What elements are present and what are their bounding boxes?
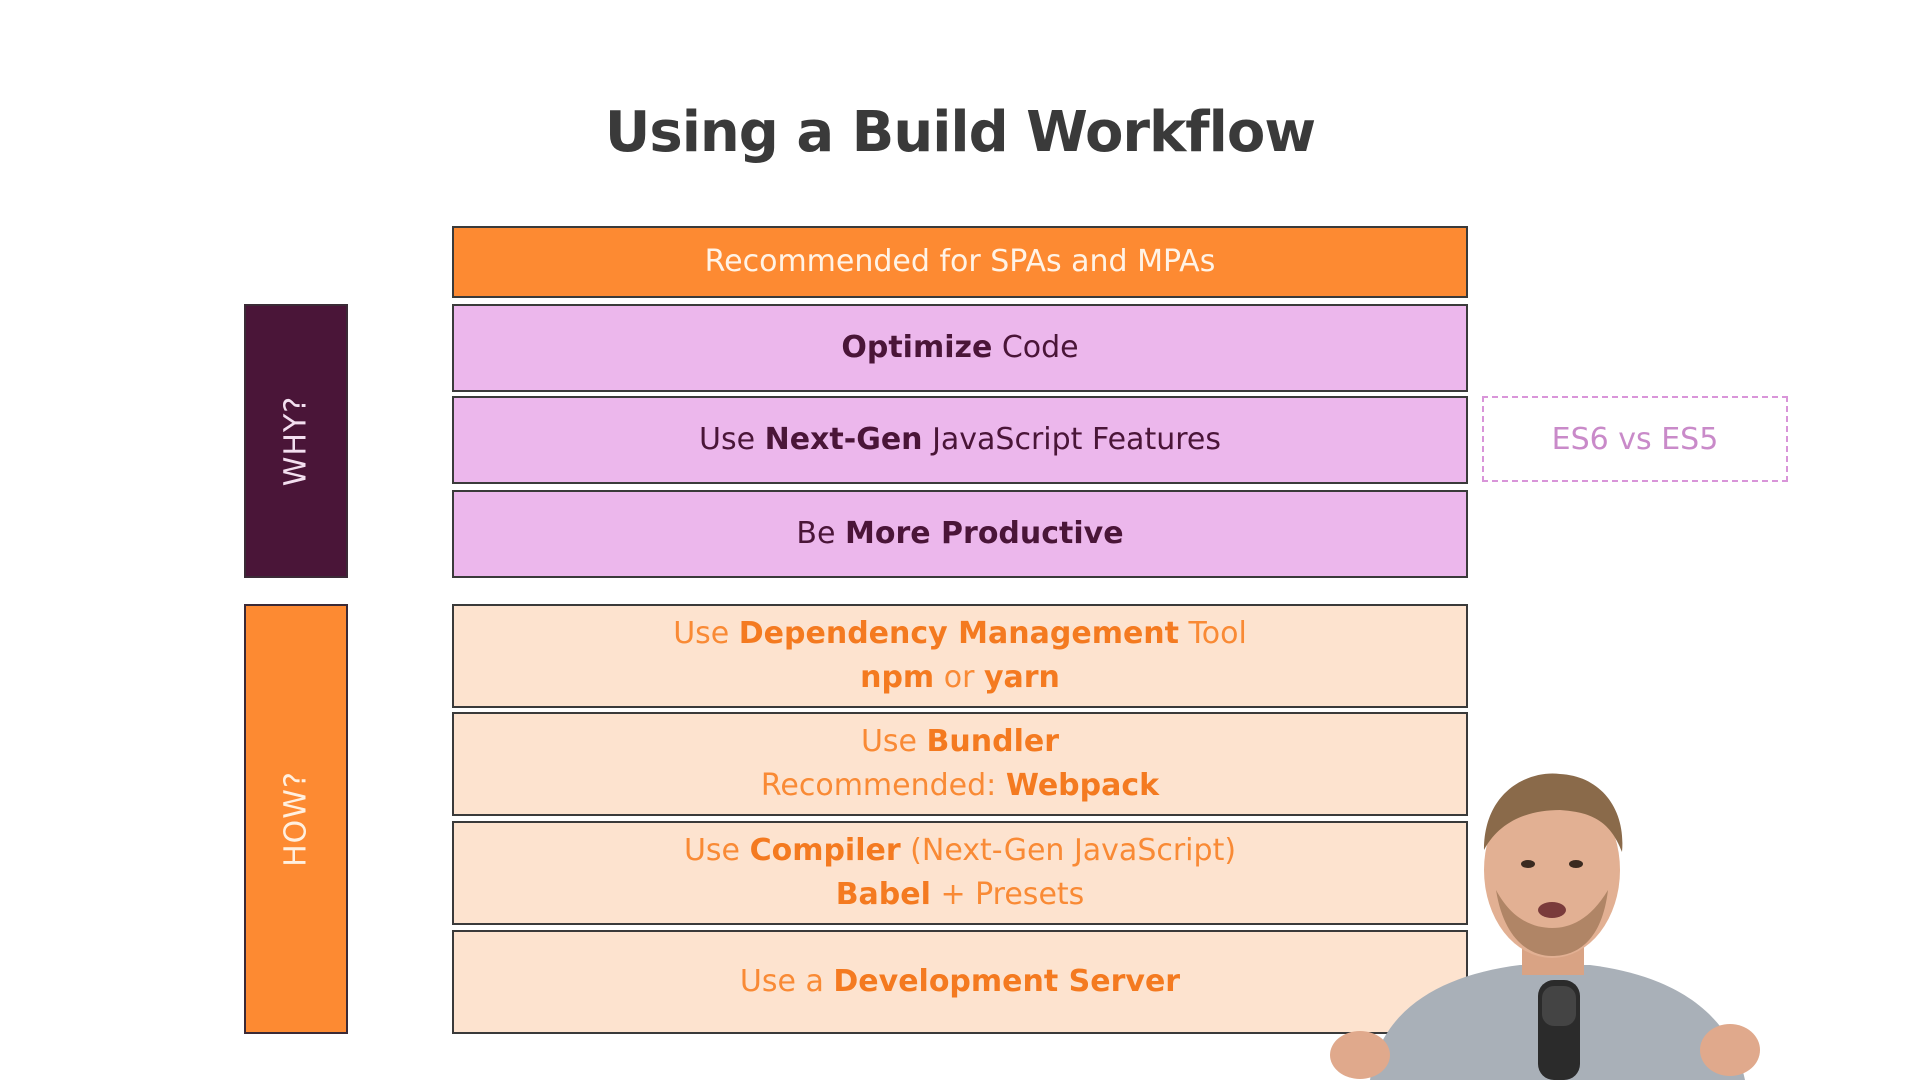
presenter-eye-left xyxy=(1521,860,1535,868)
how-item-line2: Recommended: Webpack xyxy=(761,764,1159,808)
why-item-pre: Be xyxy=(796,516,845,551)
how-item-bold: yarn xyxy=(983,660,1060,695)
why-item-text: JavaScript Features xyxy=(922,422,1221,457)
how-item-bold: Babel xyxy=(835,877,931,912)
slide-title: Using a Build Workflow xyxy=(604,100,1316,165)
how-item-text: Tool xyxy=(1179,616,1247,651)
why-sidebar: WHY? xyxy=(244,304,348,578)
why-item-next-gen: Use Next-Gen JavaScript Features xyxy=(452,396,1468,484)
how-item-bundler: Use Bundler Recommended: Webpack xyxy=(452,712,1468,816)
presenter-hair xyxy=(1484,773,1623,852)
presenter-head xyxy=(1484,782,1620,958)
how-item-bold: npm xyxy=(860,660,935,695)
how-item-bold: Dependency Management xyxy=(738,616,1179,651)
why-item-pre: Use xyxy=(699,422,765,457)
how-item-bold: Webpack xyxy=(1005,768,1160,803)
why-item-line: Use Next-Gen JavaScript Features xyxy=(699,418,1221,462)
why-item-optimize: Optimize Code xyxy=(452,304,1468,392)
how-item-pre: Use xyxy=(683,833,750,868)
why-item-line: Be More Productive xyxy=(796,512,1123,556)
presenter-hand-left xyxy=(1330,1031,1390,1079)
presenter-mouth xyxy=(1538,902,1566,918)
presenter-beard xyxy=(1496,890,1608,956)
banner-text: Recommended for SPAs and MPAs xyxy=(704,244,1216,279)
why-item-bold: More Productive xyxy=(844,516,1124,551)
why-item-line: Optimize Code xyxy=(841,326,1078,370)
how-item-bold: Compiler xyxy=(749,833,901,868)
how-item-compiler: Use Compiler (Next-Gen JavaScript) Babel… xyxy=(452,821,1468,925)
how-item-dev-server: Use a Development Server xyxy=(452,930,1468,1034)
why-item-bold: Next-Gen xyxy=(764,422,923,457)
how-item-bold: Bundler xyxy=(926,724,1060,759)
how-item-line1: Use Bundler xyxy=(861,720,1059,764)
how-item-text: + Presets xyxy=(930,877,1085,912)
how-item-pre: Use xyxy=(673,616,739,651)
es6-vs-es5-note: ES6 vs ES5 xyxy=(1482,396,1788,482)
microphone-grille xyxy=(1542,986,1576,1026)
how-item-line1: Use a Development Server xyxy=(740,960,1180,1004)
how-item-bold: Development Server xyxy=(833,964,1181,999)
how-item-text: (Next-Gen JavaScript) xyxy=(900,833,1237,868)
why-item-bold: Optimize xyxy=(841,330,993,365)
how-item-line1: Use Compiler (Next-Gen JavaScript) xyxy=(684,829,1236,873)
why-label: WHY? xyxy=(278,395,314,487)
presenter-eye-right xyxy=(1569,860,1583,868)
presenter-video-overlay xyxy=(1330,773,1760,1080)
how-item-line1: Use Dependency Management Tool xyxy=(673,612,1247,656)
how-item-pre: Recommended: xyxy=(760,768,1006,803)
how-label: HOW? xyxy=(278,771,314,867)
how-sidebar: HOW? xyxy=(244,604,348,1034)
how-item-text: or xyxy=(934,660,984,695)
why-item-text: Code xyxy=(992,330,1079,365)
how-item-pre: Use xyxy=(860,724,927,759)
note-text: ES6 vs ES5 xyxy=(1551,421,1719,457)
how-item-pre: Use a xyxy=(739,964,834,999)
presenter-hand-right xyxy=(1700,1024,1760,1076)
how-item-dependency: Use Dependency Management Tool npm or ya… xyxy=(452,604,1468,708)
recommended-banner: Recommended for SPAs and MPAs xyxy=(452,226,1468,298)
why-item-productive: Be More Productive xyxy=(452,490,1468,578)
how-item-line2: npm or yarn xyxy=(860,656,1060,700)
how-item-line2: Babel + Presets xyxy=(836,873,1085,917)
